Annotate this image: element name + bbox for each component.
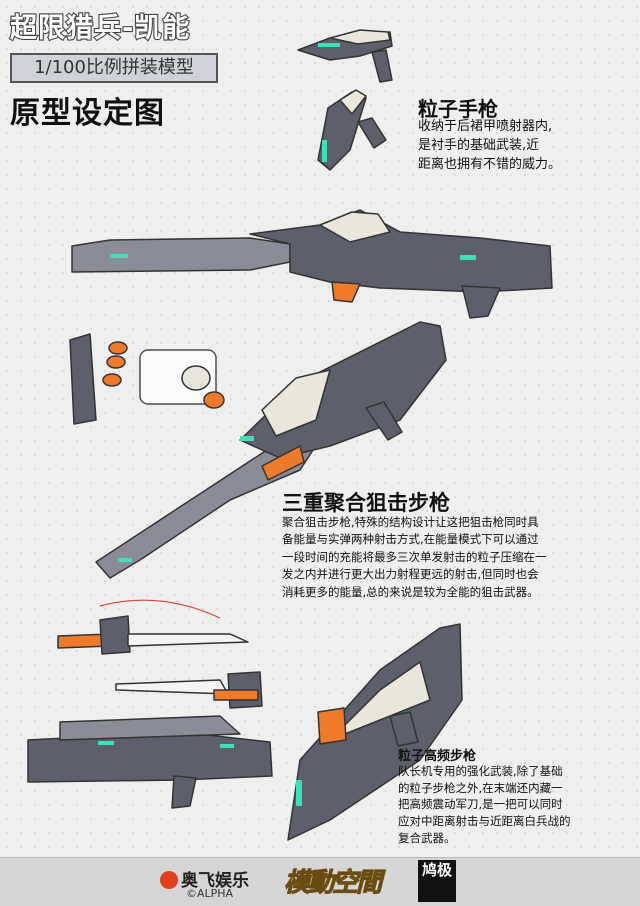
brand-logo-modong: 模動空間 [283,868,382,899]
pistol-line: 距离也拥有不错的威力。 [418,156,562,172]
hf-rifle-line: 的粒子步枪之外,在末端还内藏一 [398,780,563,795]
hf-rifle-description: 队长机专用的强化武装,除了基础 的粒子步枪之外,在末端还内藏一 把高频震动军刀,… [398,763,571,846]
sniper-heading: 三重聚合狙击步枪 [282,491,450,515]
sniper-rifle-angle-image [95,321,447,579]
particle-pistol-image-1 [297,29,393,83]
hf-rifle-line: 队长机专用的强化武装,除了基础 [398,764,563,778]
hf-blade-parts-image [57,599,263,709]
hf-rifle-line: 复合武器。 [398,830,456,845]
sniper-rifle-side-image [71,209,553,319]
hf-rifle-line: 应对中距离射击与近距离白兵战的 [398,814,571,829]
sniper-parts-image [69,333,225,425]
sniper-line: 一段时间的充能将最多三次单发射击的粒子压缩在一 [282,549,547,564]
brand-logo-alpha: 奥飞娱乐 [160,866,249,891]
brand-logo-jiuji: 鸠极 [418,860,456,902]
hf-rifle-angle-image [287,623,463,841]
hf-rifle-heading: 粒子高频步枪 [398,749,477,764]
hf-rifle-side-image [27,715,273,809]
sniper-line: 消耗更多的能量,总的来说是较为全能的狙击武器。 [282,584,539,599]
brand1-label: 奥飞娱乐 [181,871,249,891]
page-subtitle: 原型设定图 [10,96,165,131]
pistol-line: 是衬手的基础武装,近 [418,137,540,153]
brand1-copyright: ©ALPHA [186,887,234,900]
sniper-line: 聚合狙击步枪,特殊的结构设计让这把狙击枪同时具 [282,515,539,529]
hf-rifle-line: 把高频震动军刀,是一把可以同时 [398,797,563,812]
sniper-description: 聚合狙击步枪,特殊的结构设计让这把狙击枪同时具 备能量与实弹两种射击方式,在能量… [282,514,547,601]
sniper-line: 备能量与实弹两种射击方式,在能量模式下可以通过 [282,532,539,547]
page-title: 超限猎兵-凯能 [9,12,191,45]
pistol-line: 收纳于后裙甲喷射器内, [418,119,553,134]
alpha-logo-icon [160,871,178,889]
particle-pistol-image-2 [317,89,387,171]
sniper-line: 发之内并进行更大出力射程更远的射击,但同时也会 [282,567,539,582]
scale-label: 1/100比例拼装模型 [10,53,218,83]
footer-bar [0,857,640,906]
pistol-description: 收纳于后裙甲喷射器内, 是衬手的基础武装,近 距离也拥有不错的威力。 [418,118,561,175]
pistol-heading: 粒子手枪 [418,97,498,121]
